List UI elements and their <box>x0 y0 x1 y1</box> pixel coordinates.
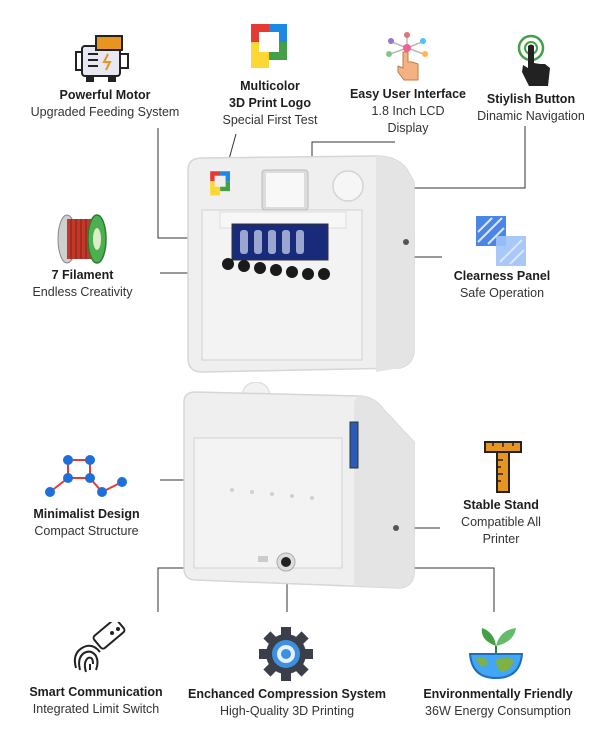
feature-title: Stable Stand <box>463 498 539 512</box>
feature-title: Clearness Panel <box>453 269 551 283</box>
feature-title: Environmentally Friendly <box>423 687 573 701</box>
feature-stable-stand: Stable Stand Compatible All Printer <box>436 497 566 548</box>
filament-spool-icon <box>57 214 107 264</box>
feature-powerful-motor: Powerful Motor Upgraded Feeding System <box>0 87 210 121</box>
feature-title: 7 Filament <box>51 268 114 282</box>
eco-globe-icon <box>468 628 524 680</box>
feature-title-line2: 3D Print Logo <box>229 96 311 110</box>
feature-multicolor-logo: Multicolor 3D Print Logo Special First T… <box>200 78 340 129</box>
feature-title: Enchanced Compression System <box>188 687 386 701</box>
gear-icon <box>259 627 313 681</box>
feature-title: Easy User Interface <box>349 87 467 101</box>
feature-title: Smart Communication <box>29 685 163 699</box>
feature-subtitle: Compatible All <box>461 515 541 529</box>
feature-easy-ui: Easy User Interface 1.8 Inch LCD Display <box>338 86 478 137</box>
feature-subtitle: 36W Energy Consumption <box>425 704 571 718</box>
feature-subtitle: Upgraded Feeding System <box>30 105 180 119</box>
feature-compression-system: Enchanced Compression System High-Qualit… <box>182 686 392 720</box>
feature-clearness-panel: Clearness Panel Safe Operation <box>432 268 572 302</box>
feature-title: Powerful Motor <box>59 88 151 102</box>
feature-smart-communication: Smart Communication Integrated Limit Swi… <box>6 684 186 718</box>
multicolor-logo-icon <box>251 24 287 68</box>
feature-stylish-button: Stiylish Button Dinamic Navigation <box>462 91 600 125</box>
push-button-icon <box>517 34 550 86</box>
feature-subtitle: Integrated Limit Switch <box>32 702 160 716</box>
engine-icon <box>75 35 129 82</box>
fingerprint-key-icon <box>73 622 126 673</box>
feature-subtitle: Dinamic Navigation <box>477 109 585 123</box>
feature-subtitle-line2: Display <box>387 121 429 135</box>
feature-environmentally-friendly: Environmentally Friendly 36W Energy Cons… <box>408 686 588 720</box>
feature-subtitle: Special First Test <box>222 113 318 127</box>
touch-interface-icon <box>386 32 428 81</box>
feature-title: Stiylish Button <box>486 92 576 106</box>
device-front-view <box>187 155 415 373</box>
feature-subtitle: Compact Structure <box>34 524 139 538</box>
feature-subtitle-line2: Printer <box>482 532 520 546</box>
feature-7-filament: 7 Filament Endless Creativity <box>10 267 155 301</box>
network-nodes-icon <box>45 455 127 497</box>
feature-subtitle: Endless Creativity <box>32 285 133 299</box>
ruler-stand-icon <box>484 441 522 493</box>
feature-minimalist-design: Minimalist Design Compact Structure <box>14 506 159 540</box>
feature-title: Minimalist Design <box>33 507 140 521</box>
feature-subtitle: 1.8 Inch LCD <box>371 104 445 118</box>
feature-subtitle: Safe Operation <box>459 286 545 300</box>
device-back-view <box>183 382 415 589</box>
clear-panel-icon <box>476 216 526 266</box>
feature-subtitle: High-Quality 3D Printing <box>219 704 355 718</box>
feature-title: Multicolor <box>240 79 300 93</box>
line-button <box>368 126 526 189</box>
